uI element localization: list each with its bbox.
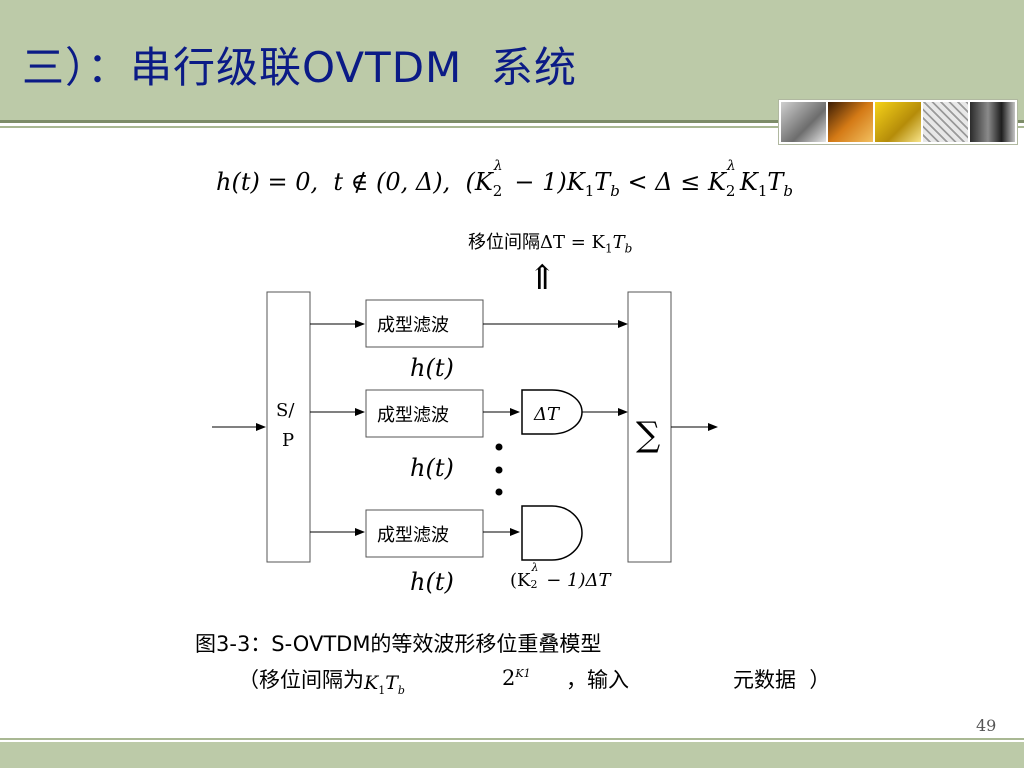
last-delay-sup: λ [531, 561, 539, 574]
impulse-response-label-2: h(t) [410, 454, 454, 482]
shift-sub-1: 1 [604, 241, 613, 256]
filter-label-3: 成型滤波 [377, 525, 449, 546]
ellipsis-dot-2 [495, 466, 503, 474]
note-K: K [364, 672, 379, 694]
sum-symbol: ∑ [636, 415, 660, 455]
formula-sub-2b: 2 [725, 182, 736, 200]
filter-label-1: 成型滤波 [377, 315, 449, 336]
sp-converter-box [266, 291, 311, 563]
thumb-people-image [969, 102, 1016, 142]
ellipsis-dot-3 [495, 488, 503, 496]
sp-label-bottom: P [282, 430, 294, 451]
header-rule-thin [0, 126, 1024, 128]
note-2: 2 [502, 666, 516, 690]
caption-note-part-2: ，输入 [566, 668, 629, 692]
formula-sub-bb: b [783, 181, 794, 200]
slide-title: 三）：串行级联OVTDM 系统 [22, 43, 577, 92]
thumb-clock-image [781, 102, 827, 142]
thumb-orange-image [828, 102, 874, 142]
note-K-sub: 1 [378, 683, 386, 697]
delay-element-last [521, 505, 583, 561]
note-T: T [385, 672, 398, 694]
page-number: 49 [976, 716, 997, 735]
shift-label-text: 移位间隔ΔT = K [468, 232, 605, 253]
decorative-photo-strip [778, 99, 1018, 145]
formula-sup-lambda-b: λ [726, 158, 736, 174]
header-rule [0, 120, 1024, 123]
figure-caption: 图3-3：S-OVTDM的等效波形移位重叠模型 [195, 632, 602, 656]
caption-note-shift: K1Tb [364, 672, 405, 697]
sp-label-top: S/ [276, 400, 295, 421]
impulse-response-label-3: h(t) [410, 568, 454, 596]
footer-rule [0, 738, 1024, 740]
filter-box-3 [365, 509, 484, 558]
note-2-sup: K1 [515, 667, 531, 680]
formula-part-4: < Δ ≤ K [619, 168, 726, 196]
last-delay-tail: − 1)ΔT [540, 570, 611, 591]
formula-part-2: − 1)K [506, 168, 585, 196]
shift-interval-label: 移位间隔ΔT = K1Tb [468, 228, 632, 256]
summation-box [627, 291, 672, 563]
caption-note-part-1: （移位间隔为 [238, 668, 364, 692]
filter-label-2: 成型滤波 [377, 405, 449, 426]
shift-T: T [612, 232, 625, 253]
slide-footer-band [0, 742, 1024, 768]
impulse-response-label-1: h(t) [410, 354, 454, 382]
note-T-sub: b [397, 683, 405, 697]
formula-sub-2: 2 [492, 182, 503, 200]
delay-element-1 [521, 389, 583, 435]
formula-sub-1: 1 [584, 181, 595, 200]
double-up-arrow-icon: ⇑ [528, 258, 557, 298]
formula-sup-lambda: λ [493, 158, 503, 174]
formula-sub-1b: 1 [757, 181, 768, 200]
filter-box-2 [365, 389, 484, 438]
last-delay-open: (K [510, 570, 531, 591]
ellipsis-dot-1 [495, 443, 503, 451]
thumb-grid-image [922, 102, 968, 142]
filter-box-1 [365, 299, 484, 348]
formula-part-1: h(t) = 0, t ∉ (0, Δ), (K [216, 168, 493, 196]
formula-part-5: K [739, 168, 758, 196]
caption-note-power: 2K1 [502, 666, 531, 690]
thumb-yellow-image [875, 102, 921, 142]
caption-note-part-3: 元数据 ） [733, 668, 831, 692]
last-delay-sub: 2 [530, 578, 538, 591]
formula-part-3: T [594, 168, 611, 196]
shift-sub-b: b [624, 241, 633, 256]
formula-sub-b: b [610, 181, 620, 200]
formula-part-6: T [767, 168, 784, 196]
delay-label-1: ΔT [533, 404, 561, 425]
